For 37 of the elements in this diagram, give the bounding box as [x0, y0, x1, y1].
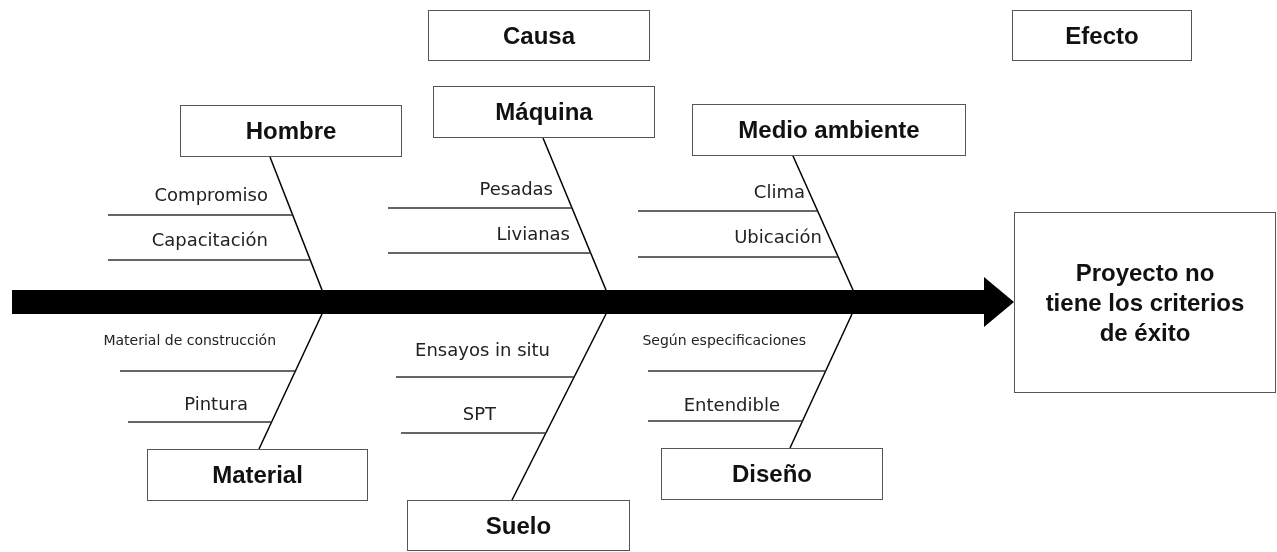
bone-line	[511, 313, 607, 501]
bone-line	[789, 313, 853, 449]
box-label: Máquina	[495, 97, 593, 127]
sub-cause-label: Pintura	[184, 395, 248, 413]
box-label: Material	[212, 460, 303, 490]
sub-cause-label: Material de construcción	[103, 333, 276, 347]
bone-line	[792, 155, 854, 291]
sub-cause-label: Livianas	[496, 225, 570, 243]
sub-cause-label: Entendible	[683, 396, 780, 414]
category-box	[147, 449, 368, 501]
sub-cause-label: Capacitación	[151, 231, 268, 249]
box-label: Causa	[502, 20, 575, 51]
sub-cause-label: Ubicación	[734, 228, 822, 246]
box-label: Hombre	[245, 116, 337, 146]
sub-cause-label: SPT	[462, 405, 496, 423]
sub-cause-label: Pesadas	[479, 180, 553, 198]
category-box	[407, 500, 630, 551]
sub-cause-label: Ensayos in situ	[415, 341, 550, 359]
category-box	[428, 10, 650, 61]
box-label: Medio ambiente	[738, 115, 920, 145]
box-label: Suelo	[485, 510, 552, 541]
bone-line	[542, 137, 607, 291]
bone-line	[258, 313, 323, 450]
category-box	[1014, 212, 1276, 393]
bone-line	[269, 156, 323, 291]
category-box	[180, 105, 402, 157]
category-box	[692, 104, 966, 156]
category-box	[433, 86, 655, 138]
category-box	[1012, 10, 1192, 61]
box-label: Diseño	[732, 459, 812, 489]
category-box	[661, 448, 883, 500]
sub-cause-label: Compromiso	[154, 186, 268, 204]
box-label: Proyecto no tiene los criterios de éxito	[1045, 257, 1245, 348]
spine-arrow	[12, 277, 1014, 327]
sub-cause-label: Clima	[753, 183, 805, 201]
sub-cause-label: Según especificaciones	[642, 333, 806, 347]
box-label: Efecto	[1065, 20, 1139, 51]
